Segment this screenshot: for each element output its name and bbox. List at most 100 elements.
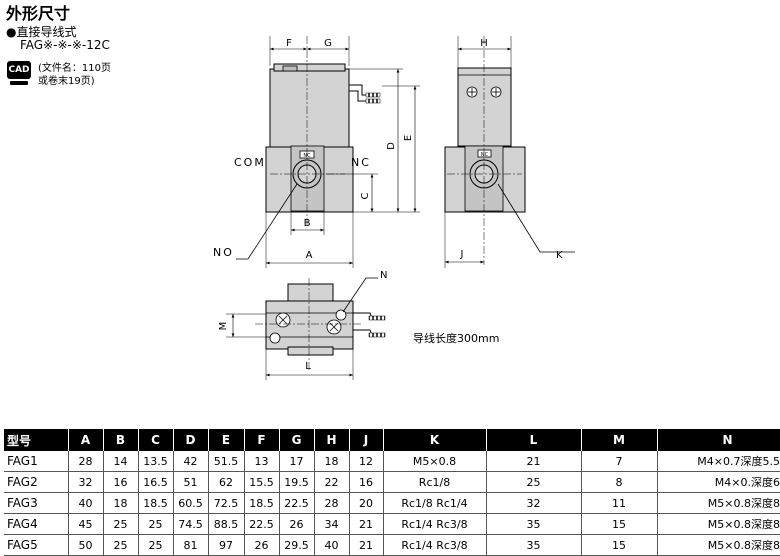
cell-d: 74.5 (173, 513, 209, 535)
top-thread-hole-upper (335, 309, 347, 321)
cell-k: Rc1/4 Rc3/8 (383, 534, 487, 556)
cell-j: 21 (349, 534, 384, 556)
side-coil (457, 67, 512, 147)
cell-b: 14 (103, 451, 139, 472)
col-header-g: G (279, 429, 315, 451)
col-header-n: N (657, 429, 780, 451)
cad-reference-line-1: (文件名：110页 (38, 63, 111, 74)
top-screw-left-x2 (278, 315, 288, 325)
front-coil (269, 68, 350, 148)
cell-model: FAG4 (4, 513, 69, 535)
table-row: FAG1 28 14 13.5 42 51.5 13 17 18 12 M5×0… (4, 451, 780, 472)
dim-h-label: H (480, 38, 488, 49)
cell-k: Rc1/8 (383, 471, 487, 493)
cell-g: 29.5 (279, 534, 315, 556)
cell-g: 22.5 (279, 492, 315, 514)
cell-g: 19.5 (279, 471, 315, 493)
cell-a: 45 (68, 513, 104, 535)
cell-j: 12 (349, 451, 384, 472)
dimension-drawing: NC COM NC NO F G B A C (213, 36, 575, 380)
cell-f: 26 (244, 534, 280, 556)
cell-g: 26 (279, 513, 315, 535)
cell-b: 16 (103, 471, 139, 493)
cell-l: 35 (486, 534, 582, 556)
col-header-j: J (349, 429, 384, 451)
cell-m: 11 (581, 492, 658, 514)
cell-model: FAG1 (4, 451, 69, 472)
dim-m-label: M (218, 322, 229, 331)
dim-k-label: K (556, 250, 563, 261)
col-header-l: L (486, 429, 582, 451)
cell-n: M5×0.8深度8 (657, 492, 780, 514)
cell-l: 32 (486, 492, 582, 514)
col-header-h: H (314, 429, 350, 451)
cell-b: 18 (103, 492, 139, 514)
cell-c: 25 (138, 513, 174, 535)
dimension-table: 型号 A B C D E F G H J K L M N FAG1 28 14 … (4, 429, 780, 556)
cell-h: 34 (314, 513, 350, 535)
cell-c: 25 (138, 534, 174, 556)
k-leader (497, 183, 575, 253)
top-wire-end-2 (368, 332, 386, 338)
cell-k: Rc1/4 Rc3/8 (383, 513, 487, 535)
connection-type: ●直接导线式 (6, 25, 77, 39)
cell-n: M5×0.8深度8 (657, 513, 780, 535)
cell-d: 42 (173, 451, 209, 472)
cell-j: 16 (349, 471, 384, 493)
cell-j: 21 (349, 513, 384, 535)
cell-a: 28 (68, 451, 104, 472)
cell-e: 72.5 (208, 492, 245, 514)
dim-n-label: N (380, 270, 387, 281)
dim-l-label: L (305, 361, 311, 372)
n-leader (342, 277, 378, 313)
dim-d-label: D (386, 142, 397, 150)
cell-model: FAG2 (4, 471, 69, 493)
no-leader (236, 183, 298, 260)
dim-f-label: F (286, 38, 292, 49)
cell-a: 32 (68, 471, 104, 493)
cell-c: 16.5 (138, 471, 174, 493)
cell-l: 35 (486, 513, 582, 535)
table-row: FAG3 40 18 18.5 60.5 72.5 18.5 22.5 28 2… (4, 492, 780, 514)
page-title: 外形尺寸 (6, 4, 71, 23)
cell-a: 50 (68, 534, 104, 556)
cell-m: 8 (581, 471, 658, 493)
cell-l: 25 (486, 471, 582, 493)
col-header-d: D (173, 429, 209, 451)
dim-a-label: A (306, 250, 313, 261)
col-header-k: K (383, 429, 487, 451)
cell-g: 17 (279, 451, 315, 472)
top-screw-right-x2 (329, 322, 339, 332)
cell-b: 25 (103, 534, 139, 556)
cell-n: M4×0.7深度5.5 (657, 451, 780, 472)
cell-f: 13 (244, 451, 280, 472)
col-header-a: A (68, 429, 104, 451)
col-header-m: M (581, 429, 658, 451)
cell-m: 15 (581, 513, 658, 535)
dim-c-label: C (360, 192, 371, 199)
nc-port-label: NC (351, 156, 371, 169)
dim-b-label: B (304, 218, 311, 229)
col-header-model: 型号 (4, 429, 69, 451)
cell-d: 51 (173, 471, 209, 493)
cad-icon[interactable]: CAD (7, 61, 33, 89)
table-row: FAG5 50 25 25 81 97 26 29.5 40 21 Rc1/4 … (4, 534, 780, 556)
cell-h: 18 (314, 451, 350, 472)
cell-e: 62 (208, 471, 245, 493)
cell-c: 13.5 (138, 451, 174, 472)
cell-n: M5×0.8深度8 (657, 534, 780, 556)
dim-e-label: E (403, 135, 414, 141)
cell-f: 15.5 (244, 471, 280, 493)
col-header-f: F (244, 429, 280, 451)
cell-j: 20 (349, 492, 384, 514)
cell-k: Rc1/8 Rc1/4 (383, 492, 487, 514)
side-nameplate (477, 149, 492, 158)
top-wire-end-1 (368, 315, 386, 321)
front-wire-end-2 (365, 98, 381, 104)
side-nameplate-text: NC (481, 152, 489, 158)
front-cap-tab (282, 65, 298, 72)
table-header-row: 型号 A B C D E F G H J K L M N (4, 429, 780, 451)
cell-m: 15 (581, 534, 658, 556)
table-row: FAG2 32 16 16.5 51 62 15.5 19.5 22 16 Rc… (4, 471, 780, 493)
cell-d: 60.5 (173, 492, 209, 514)
